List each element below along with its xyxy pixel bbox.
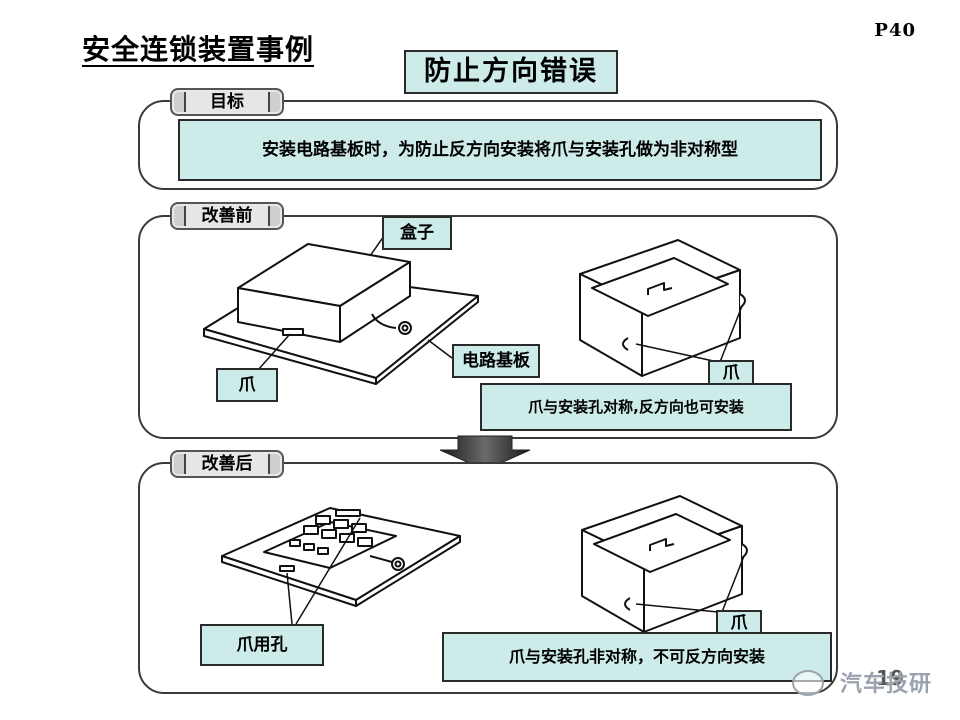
after-tag: 改善后 <box>170 450 284 478</box>
wechat-icon <box>792 670 824 696</box>
chip <box>315 515 331 525</box>
page-title: 安全连锁装置事例 <box>82 33 315 66</box>
label-box: 盒子 <box>382 216 452 250</box>
after-tag-label: 改善后 <box>184 454 270 474</box>
claw-hole-after <box>279 565 295 572</box>
goal-text-box: 安装电路基板时，为防止反方向安装将爪与安装孔做为非对称型 <box>178 119 822 181</box>
goal-tag-label: 目标 <box>184 92 270 112</box>
after-note: 爪与安装孔非对称，不可反方向安装 <box>508 647 765 666</box>
label-claw-before: 爪 <box>216 368 278 402</box>
before-note: 爪与安装孔对称,反方向也可安装 <box>528 398 744 416</box>
claw-before <box>282 328 304 336</box>
label-claw-before-right: 爪 <box>708 360 754 386</box>
box-before <box>237 243 411 343</box>
goal-text: 安装电路基板时，为防止反方向安装将爪与安装孔做为非对称型 <box>262 140 738 160</box>
page-number: 19 <box>876 666 904 690</box>
label-circuit-board: 电路基板 <box>452 344 540 378</box>
before-tag-label: 改善前 <box>184 206 270 226</box>
label-claw-hole: 爪用孔 <box>200 624 324 666</box>
before-note-box: 爪与安装孔对称,反方向也可安装 <box>480 383 792 431</box>
subtitle: 防止方向错误 <box>404 50 618 94</box>
circuit-board-after <box>221 507 461 607</box>
after-note-box: 爪与安装孔非对称，不可反方向安装 <box>442 632 832 682</box>
page-reference: P40 <box>874 20 916 41</box>
goal-tag: 目标 <box>170 88 284 116</box>
watermark-text: 汽车技研 <box>839 672 932 697</box>
open-box-before <box>579 239 746 377</box>
before-tag: 改善前 <box>170 202 284 230</box>
